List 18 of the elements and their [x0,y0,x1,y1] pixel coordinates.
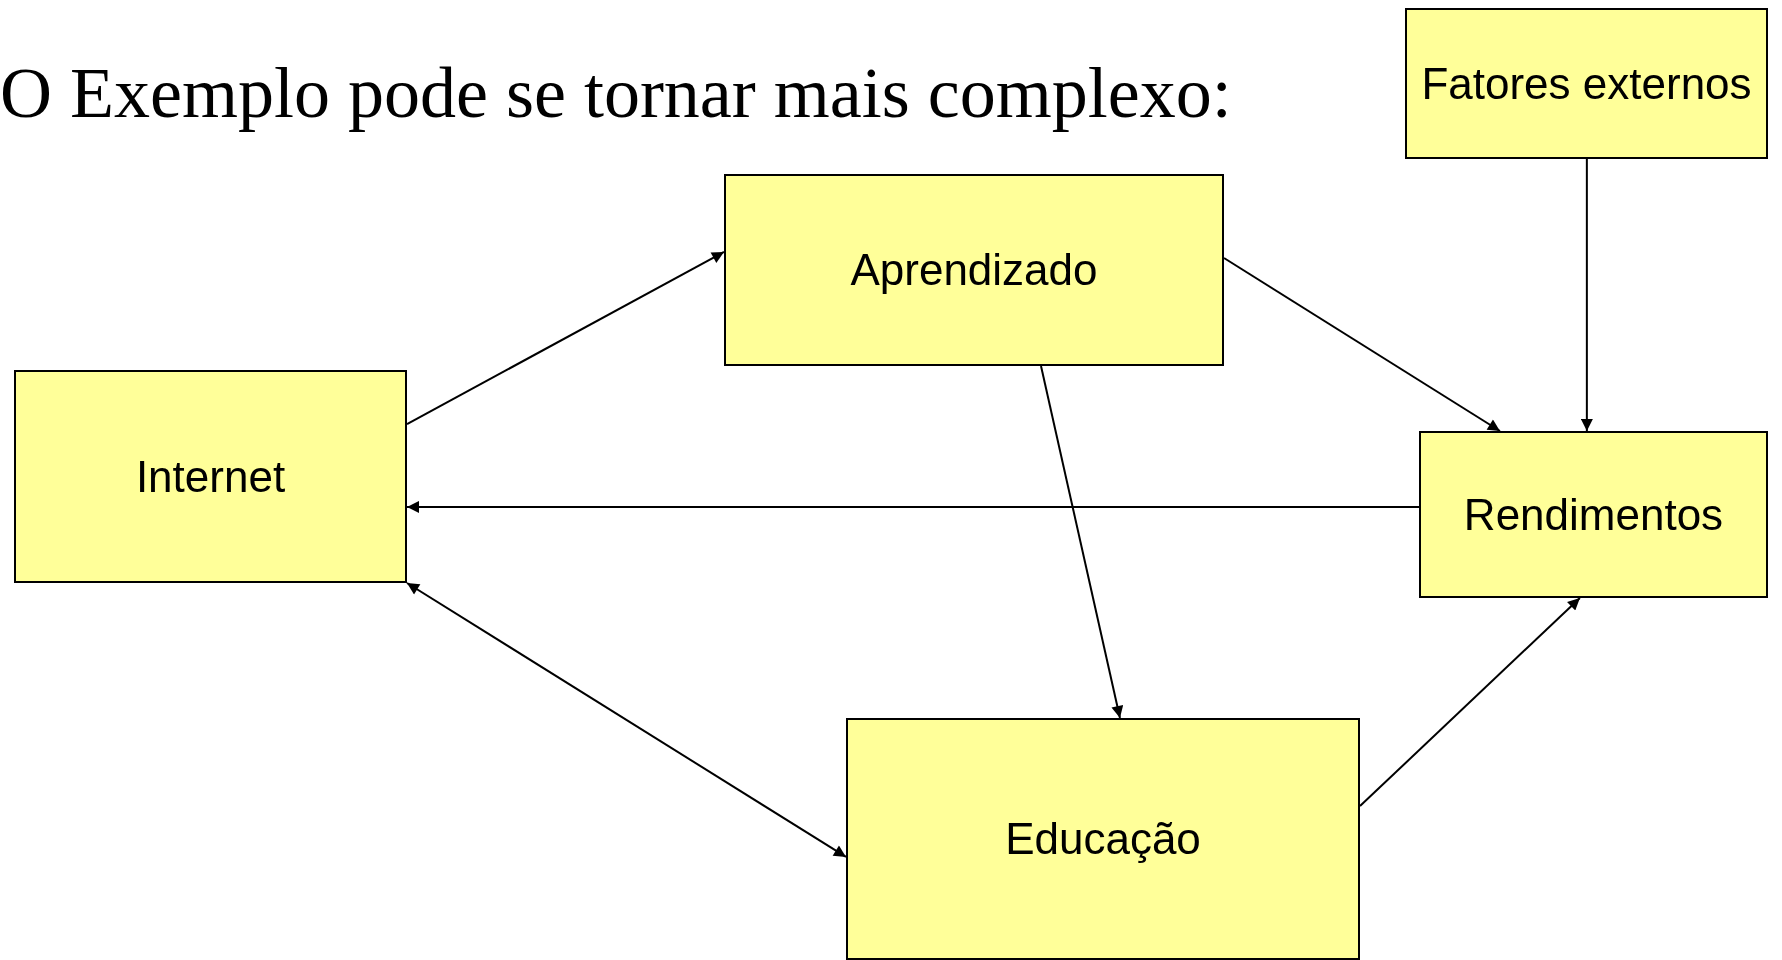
box-label: Fatores externos [1421,58,1752,109]
box-label: Rendimentos [1463,489,1724,540]
box-label: Educação [1005,814,1201,864]
arrow [406,250,725,426]
arrow [1580,158,1593,432]
concept-box [846,718,1360,960]
box-label: Internet [135,451,286,502]
concept-box [724,174,1224,366]
concept-box [14,370,407,583]
arrow [1359,597,1581,808]
box-label: Aprendizado [850,245,1098,295]
heading: O Exemplo pode se tornar mais complexo: [0,52,1232,135]
arrow [1040,365,1124,719]
concept-box [1405,8,1768,159]
arrow [406,500,1420,513]
concept-box [1419,431,1768,598]
arrow [1223,257,1501,432]
arrow [406,582,847,858]
